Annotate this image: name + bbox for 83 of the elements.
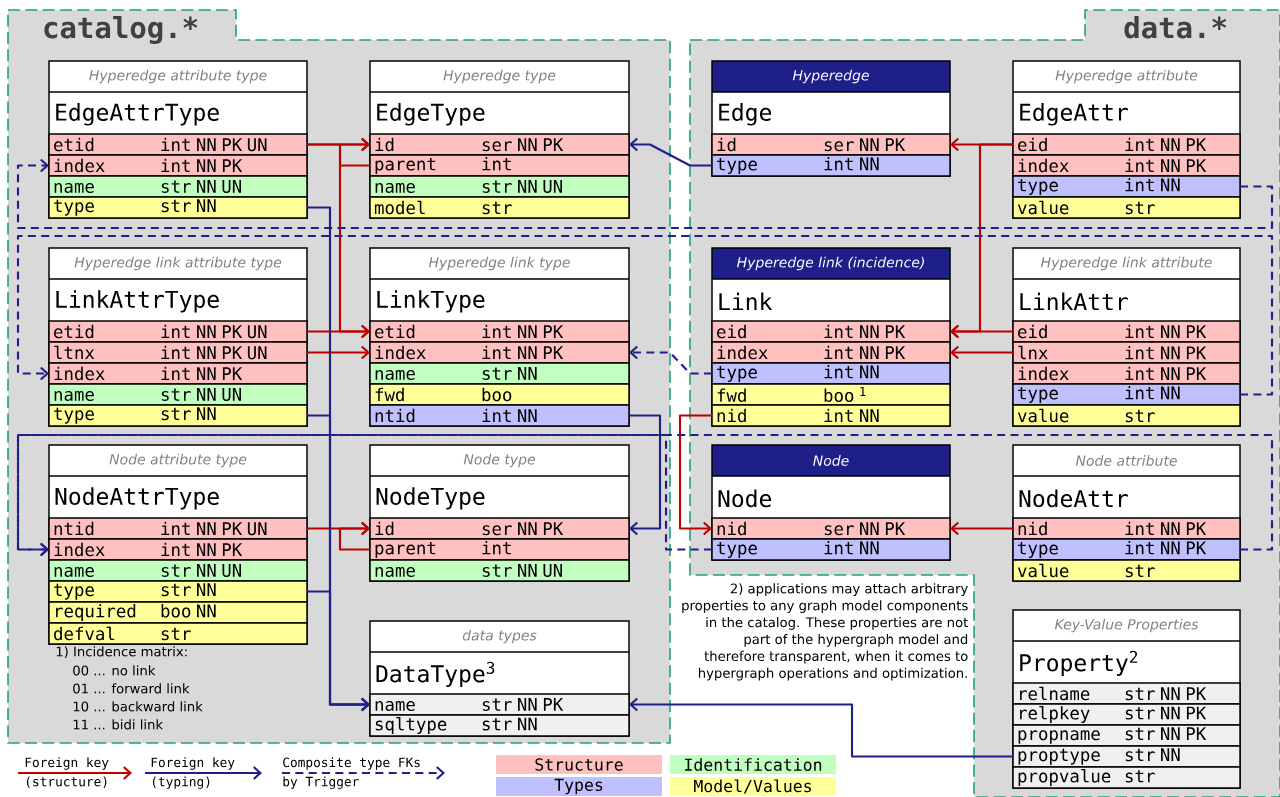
footnote: 01 ... forward link bbox=[73, 683, 190, 694]
arrow bbox=[307, 324, 370, 339]
table-row: index int NN PK bbox=[48, 154, 308, 177]
table-row: value str bbox=[1012, 196, 1241, 219]
table-row: type int NN bbox=[1012, 175, 1241, 198]
legend-entry: Model/Values bbox=[670, 777, 836, 796]
table-row: nid ser NN PK bbox=[711, 517, 951, 540]
table-row: name str NN UN bbox=[369, 559, 630, 582]
table-row: name str NN UN bbox=[48, 383, 308, 406]
table-row: index int NN PK bbox=[711, 341, 951, 364]
table-row: propname str NN PK bbox=[1012, 724, 1241, 747]
table-row: relpkey str NN PK bbox=[1012, 703, 1241, 726]
table-row: value str bbox=[1012, 559, 1241, 582]
dashed-arrow bbox=[16, 234, 1274, 396]
table-row: type str NN bbox=[48, 404, 308, 427]
table-row: fwd boo $^{1}$ bbox=[711, 383, 951, 406]
arrow bbox=[338, 137, 370, 167]
table-row: id ser NN PK bbox=[369, 517, 630, 540]
table-row: fwd boo bbox=[369, 383, 630, 406]
arrow bbox=[307, 345, 370, 360]
table-row: name str NN bbox=[369, 362, 630, 385]
table-row: etid int NN PK UN bbox=[48, 133, 308, 156]
footnote: 00 ... no link bbox=[73, 665, 156, 676]
table-row: type int NN bbox=[1012, 383, 1241, 406]
table-row: ntid int NN PK UN bbox=[48, 517, 308, 540]
table-row: index int NN PK bbox=[369, 341, 630, 364]
table-row: relname str NN PK bbox=[1012, 682, 1241, 705]
table-row: type str NN bbox=[48, 580, 308, 603]
dashed-arrow bbox=[629, 345, 712, 375]
arrow bbox=[629, 697, 1013, 758]
footnote: 1) Incidence matrix: bbox=[56, 646, 187, 659]
arrow bbox=[338, 521, 370, 551]
table-row: etid int NN PK UN bbox=[48, 320, 308, 343]
table-row: name str NN UN bbox=[48, 559, 308, 582]
table-row: name str NN UN bbox=[369, 175, 630, 198]
table-row: index int NN PK bbox=[1012, 154, 1241, 177]
table-row: value str bbox=[1012, 404, 1241, 427]
dashed-arrow bbox=[16, 158, 1274, 230]
arrow bbox=[678, 414, 712, 536]
footnote: 10 ... backward link bbox=[73, 701, 203, 712]
arrow bbox=[950, 521, 1013, 536]
footnote: 11 ... bidi link bbox=[73, 719, 164, 730]
table-row: id ser NN PK bbox=[711, 133, 951, 156]
table-row: sqltype str NN bbox=[369, 714, 630, 737]
legend-entry: Identification bbox=[670, 755, 836, 774]
table-row: defval str bbox=[48, 622, 308, 645]
table-row: type int NN bbox=[711, 538, 951, 561]
arrow bbox=[629, 137, 712, 167]
table-row: name str NN PK bbox=[369, 693, 630, 716]
legend-entry: Foreign key (typing) bbox=[145, 757, 262, 789]
table-row: model str bbox=[369, 196, 630, 219]
table-row: eid int NN PK bbox=[711, 320, 951, 343]
arrow bbox=[307, 590, 370, 712]
legend-entry: Structure bbox=[496, 755, 662, 774]
table-row: index int NN PK bbox=[48, 538, 308, 561]
table-row: type int NN bbox=[711, 154, 951, 177]
table-row: eid int NN PK bbox=[1012, 133, 1241, 156]
arrow bbox=[950, 324, 1013, 339]
table-row: index int NN PK bbox=[48, 362, 308, 385]
table-row: nid int NN PK bbox=[1012, 517, 1241, 540]
table-row: required boo NN bbox=[48, 601, 308, 624]
table-row: proptype str NN bbox=[1012, 745, 1241, 768]
table-row: etid int NN PK bbox=[369, 320, 630, 343]
arrow bbox=[950, 345, 1013, 360]
table-row: parent int bbox=[369, 154, 630, 177]
table-row: lnx int NN PK bbox=[1012, 341, 1241, 364]
table-row: ntid int NN bbox=[369, 404, 630, 427]
table-row: type str NN bbox=[48, 196, 308, 219]
table-row: id ser NN PK bbox=[369, 133, 630, 156]
table-row: ltnx int NN PK UN bbox=[48, 341, 308, 364]
table-row: type int NN bbox=[711, 362, 951, 385]
arrow bbox=[629, 414, 662, 536]
table-row: eid int NN PK bbox=[1012, 320, 1241, 343]
table-row: nid int NN bbox=[711, 404, 951, 427]
legend-entry: Types bbox=[496, 777, 662, 796]
table-row: index int NN PK bbox=[1012, 362, 1241, 385]
legend-entry: Foreign key (structure) bbox=[18, 757, 132, 788]
legend-entry: Composite type FKs by Trigger bbox=[282, 757, 445, 789]
table-row: type int NN PK bbox=[1012, 538, 1241, 561]
table-row: propvalue str bbox=[1012, 766, 1241, 789]
table-row: name str NN UN bbox=[48, 175, 308, 198]
dashed-arrow bbox=[16, 433, 712, 557]
table-row: parent int bbox=[369, 538, 630, 561]
